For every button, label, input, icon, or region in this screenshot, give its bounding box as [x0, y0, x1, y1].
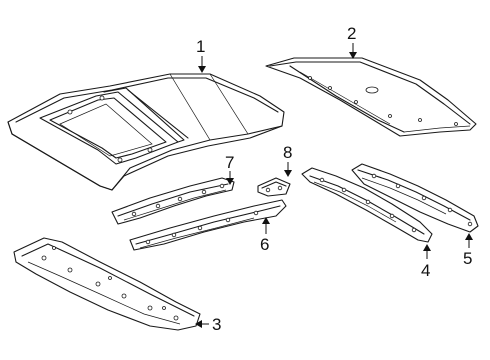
callout-8-arrow [284, 170, 292, 177]
callout-6-label: 7 [225, 153, 234, 172]
roof-rail-outer-left [111, 177, 235, 225]
callout-3-arrow [195, 320, 202, 328]
callout-1-label: 1 [196, 37, 205, 56]
callout-5-arrow [465, 233, 473, 240]
callout-4-label: 4 [421, 261, 430, 280]
callout-4: 4 [421, 244, 431, 280]
callout-5: 5 [463, 233, 473, 268]
headliner [265, 57, 477, 137]
callout-6: 7 [225, 153, 234, 185]
roof-panel [7, 73, 285, 191]
callout-2-arrow [349, 52, 357, 59]
callout-7-label: 6 [260, 235, 269, 254]
callout-2: 2 [347, 24, 357, 59]
callout-3: 3 [195, 315, 221, 334]
callout-8-label: 8 [283, 143, 292, 162]
callout-7-arrow [262, 217, 270, 224]
callout-1: 1 [196, 37, 206, 73]
callout-2-label: 2 [347, 24, 356, 43]
callout-8: 8 [283, 143, 292, 177]
callout-3-label: 3 [212, 315, 221, 334]
callout-7: 6 [260, 217, 270, 254]
callout-6-arrow [226, 178, 234, 185]
roof-rail-inner-right [301, 167, 433, 243]
bracket [257, 177, 291, 197]
roof-rail-outer-right [351, 163, 479, 233]
callout-5-label: 5 [463, 249, 472, 268]
callout-4-arrow [423, 244, 431, 251]
callout-1-arrow [198, 66, 206, 73]
front-header [13, 237, 201, 331]
roof-rail-inner-left [129, 199, 287, 251]
